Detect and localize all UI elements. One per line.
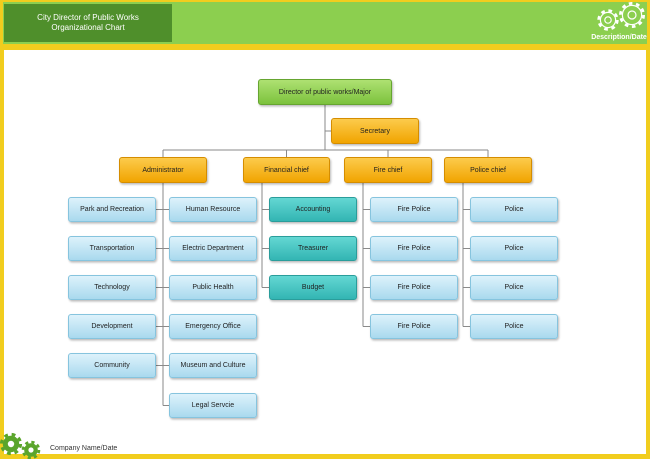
company-name-date: Company Name/Date xyxy=(50,445,118,452)
node-community: Community xyxy=(68,353,156,378)
node-development: Development xyxy=(68,314,156,339)
node-treasurer: Treasurer xyxy=(269,236,357,261)
node-director: Director of public works/Major xyxy=(258,79,392,105)
node-transportation: Transportation xyxy=(68,236,156,261)
node-secretary: Secretary xyxy=(331,118,419,144)
node-budget: Budget xyxy=(269,275,357,300)
gear-icon xyxy=(597,1,646,31)
node-human-resource: Human Resource xyxy=(169,197,257,222)
node-police: Police xyxy=(470,197,558,222)
node-administrator: Administrator xyxy=(119,157,207,183)
title-box: City Director of Public Works Organizati… xyxy=(4,4,172,42)
node-museum-and-culture: Museum and Culture xyxy=(169,353,257,378)
node-police: Police xyxy=(470,275,558,300)
node-fire-police: Fire Police xyxy=(370,314,458,339)
node-police: Police xyxy=(470,236,558,261)
node-police-chief: Police chief xyxy=(444,157,532,183)
node-electric-department: Electric Department xyxy=(169,236,257,261)
node-police: Police xyxy=(470,314,558,339)
node-fire-police: Fire Police xyxy=(370,275,458,300)
node-accounting: Accounting xyxy=(269,197,357,222)
gear-icon xyxy=(0,432,41,459)
node-public-health: Public Health xyxy=(169,275,257,300)
title-line-1: City Director of Public Works xyxy=(37,13,139,22)
description-date: Description/Date xyxy=(591,34,647,41)
node-fire-police: Fire Police xyxy=(370,197,458,222)
node-technology: Technology xyxy=(68,275,156,300)
node-emergency-office: Emergency Office xyxy=(169,314,257,339)
node-park-and-recreation: Park and Recreation xyxy=(68,197,156,222)
node-legal-service: Legal Servcie xyxy=(169,393,257,418)
title-line-2: Organizational Chart xyxy=(51,23,125,32)
node-fire-chief: Fire chief xyxy=(344,157,432,183)
node-financial-chief: Financial chief xyxy=(243,157,330,183)
node-fire-police: Fire Police xyxy=(370,236,458,261)
